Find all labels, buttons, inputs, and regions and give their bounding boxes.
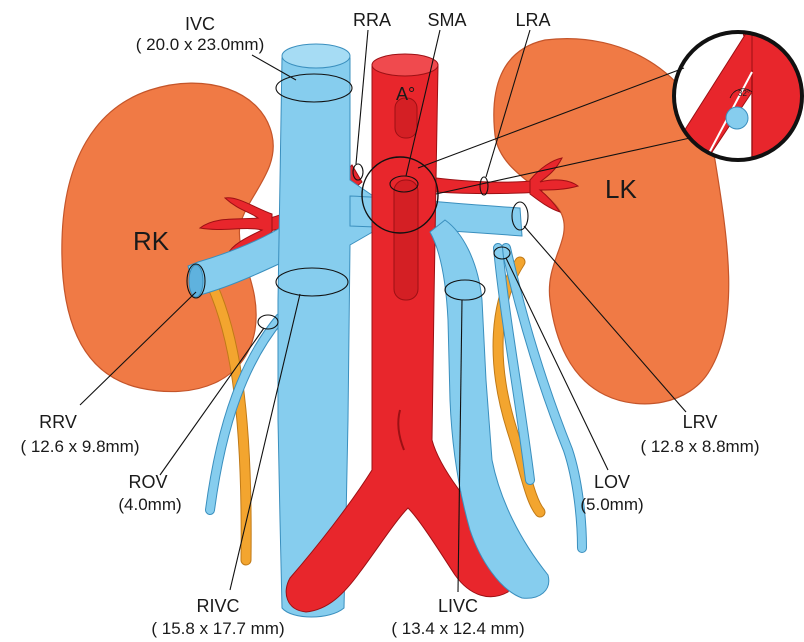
lrv-size-label: ( 12.8 x 8.8mm) [640, 437, 759, 456]
rov-size-label: (4.0mm) [118, 495, 181, 514]
lra-label: LRA [515, 10, 550, 30]
aorta-label: A° [396, 84, 415, 104]
rivc-size-label: ( 15.8 x 17.7 mm) [151, 619, 284, 638]
rrv-size-label: ( 12.6 x 9.8mm) [20, 437, 139, 456]
livc-label: LIVC [438, 596, 478, 616]
livc-size-label: ( 13.4 x 12.4 mm) [391, 619, 524, 638]
rrv-label: RRV [39, 412, 77, 432]
rov-label: ROV [128, 472, 167, 492]
sma-label: SMA [427, 10, 466, 30]
ivc-size-label: ( 20.0 x 23.0mm) [136, 35, 265, 54]
angle-label: 32° [738, 89, 750, 98]
lov-label: LOV [594, 472, 630, 492]
ivc-label: IVC [185, 14, 215, 34]
lov-size-label: (5.0mm) [580, 495, 643, 514]
rra-leader [356, 30, 368, 164]
lk-label: LK [605, 174, 637, 204]
rivc-label: RIVC [196, 596, 239, 616]
lrv-label: LRV [683, 412, 718, 432]
rk-label: RK [133, 226, 170, 256]
superior-mesenteric-artery [394, 180, 418, 300]
inset-lrv-cross-section [726, 107, 748, 129]
rra-label: RRA [353, 10, 391, 30]
